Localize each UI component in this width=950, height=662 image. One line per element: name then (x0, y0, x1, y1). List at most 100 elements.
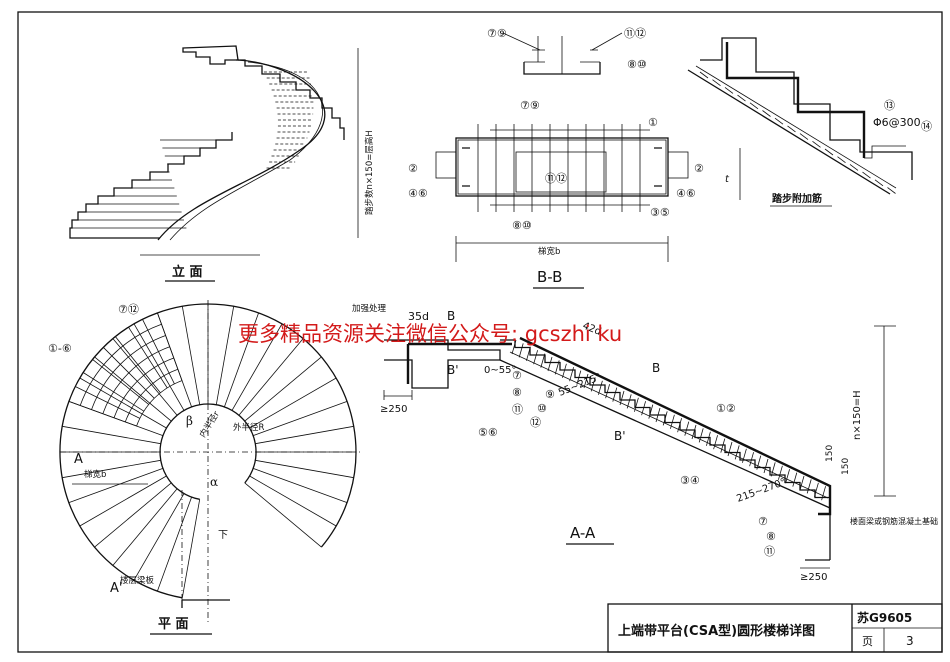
aa-step-150-a: 150 (841, 458, 851, 475)
plan-alpha: α (210, 475, 218, 489)
aa-angle-0-55: 0~55° (484, 365, 516, 376)
aa-mesh-line (727, 441, 733, 457)
aa-mesh-line (641, 401, 646, 416)
aa-step-150-b: 150 (825, 445, 835, 462)
plan-step-line (62, 459, 161, 479)
bb-tag-2-left: ② (408, 162, 418, 175)
aa-b-top: B (447, 309, 455, 323)
elevation-view: 踏步数n×150=层高H 立 面 (69, 45, 375, 282)
plan-inner-arc (159, 403, 257, 500)
plan-step-line (62, 425, 161, 445)
aa-mesh-line (655, 407, 661, 423)
tread-soffit-inner (695, 65, 897, 189)
elevation-height-note: 踏步数n×150=层高H (364, 130, 375, 215)
plan-step-line (79, 377, 167, 429)
bb-top-stirrup (524, 36, 600, 74)
aa-tag-7b: ⑦ (758, 515, 768, 528)
aa-tag-56: ⑤⑥ (478, 426, 498, 439)
elevation-stringer-inner (169, 61, 323, 241)
aa-mesh-line (806, 479, 812, 494)
bb-tag-top-left: ⑦⑨ (487, 27, 507, 40)
bb-tag-1: ① (648, 116, 658, 129)
bb-left-stub (435, 151, 457, 179)
aa-b-bottom: B' (447, 363, 459, 377)
title-block-page-no: 3 (906, 634, 914, 648)
bb-tag-2-right: ② (694, 162, 704, 175)
plan-floor-beam-shape (181, 599, 230, 608)
plan-step-line (238, 338, 304, 416)
bb-tag-7-9: ⑦⑨ (520, 99, 540, 112)
plan-platform-grid (68, 312, 183, 427)
plan-stair-width: 梯宽b (84, 469, 106, 480)
tread-detail-view: ⑬ Φ6@300 ⑭ 踏步附加筋 (687, 37, 932, 207)
plan-step-line (255, 459, 354, 479)
aa-mesh-line (749, 452, 754, 467)
plan-step-line (224, 312, 259, 408)
aa-mesh-line (792, 472, 798, 487)
tread-hatch-line (812, 140, 821, 148)
section-bb-view: ⑦⑨ ⑪⑫ ⑧⑩ ⑦⑨ ① ② ② ④⑥ ④⑥ ⑪⑫ ③⑤ ⑧⑩ t 梯宽b B… (408, 27, 741, 289)
aa-min-250-left: ≥250 (380, 404, 407, 415)
tread-hatch-line (737, 94, 746, 102)
drawing-frame (17, 11, 943, 653)
plan-step-line (181, 306, 201, 405)
watermark: 更多精品资源关注微信公众号: gcszhi ku (238, 322, 622, 346)
tread-hatch-line (724, 87, 734, 94)
aa-mesh-line (569, 367, 574, 382)
aa-tag-12b: ①② (716, 402, 736, 415)
plan-down: 下 (218, 530, 228, 541)
aa-mesh-line (626, 394, 632, 409)
aa-mesh-line (648, 404, 654, 419)
aa-soffit (499, 359, 831, 509)
bb-section-outline (455, 137, 669, 197)
aa-b-right-bottom: B' (614, 429, 626, 443)
plan-beta: β (186, 414, 193, 428)
aa-mesh-line (691, 424, 697, 440)
aa-mesh-line (734, 445, 740, 460)
bb-inner-box (515, 151, 607, 193)
bb-top-leader-1 (502, 32, 541, 51)
tread-hatch-line (774, 117, 784, 125)
bb-tag-8-10-top: ⑧⑩ (627, 58, 647, 71)
elevation-hatch (70, 71, 314, 229)
aa-mesh-line (742, 448, 747, 463)
aa-height-label: n×150=H (852, 390, 863, 440)
aa-soffit-inner (509, 351, 829, 499)
aa-b-right-top: B (652, 361, 660, 375)
aa-mesh-line (605, 384, 610, 399)
aa-mesh-line (511, 339, 517, 355)
bb-section-inner (457, 139, 667, 195)
aa-mesh-line (706, 431, 711, 446)
aa-bottom-support (805, 508, 831, 561)
bb-right-stub (667, 151, 689, 179)
aa-mesh-line (799, 475, 805, 491)
aa-top-bar (406, 342, 512, 384)
elevation-top-platform (182, 45, 239, 65)
aa-mesh-line (684, 421, 690, 436)
title-block: 上端带平台(CSA型)圆形楼梯详图 苏G9605 页 3 (607, 603, 943, 653)
plan-tag-1-6: ①-⑥ (48, 342, 72, 355)
aa-tag-11b: ⑪ (764, 545, 775, 558)
tread-tag-14: ⑭ (921, 120, 932, 133)
bb-corner-bars (462, 147, 662, 187)
aa-min-250-right: ≥250 (800, 572, 827, 583)
plan-step-line (68, 468, 164, 503)
aa-mesh-line (547, 356, 553, 372)
aa-tag-12: ⑫ (530, 416, 541, 429)
tread-hatch-line (862, 171, 871, 179)
aa-mesh-line (713, 435, 718, 450)
aa-tag-9: ⑨ (545, 388, 555, 401)
plan-step-line (252, 401, 348, 436)
tread-bar-hook (864, 145, 906, 159)
tread-hatch-line (799, 133, 809, 140)
bb-tag-35: ③⑤ (650, 206, 670, 219)
aa-title: A-A (570, 524, 596, 542)
tread-hatch (699, 71, 896, 194)
plan-step-line (249, 475, 337, 527)
aa-mesh-line (677, 418, 682, 433)
aa-reinforcement-mesh (383, 339, 831, 569)
aa-mesh-line (562, 363, 567, 378)
tread-hatch-line (762, 110, 771, 117)
tread-hatch-line (887, 187, 896, 194)
